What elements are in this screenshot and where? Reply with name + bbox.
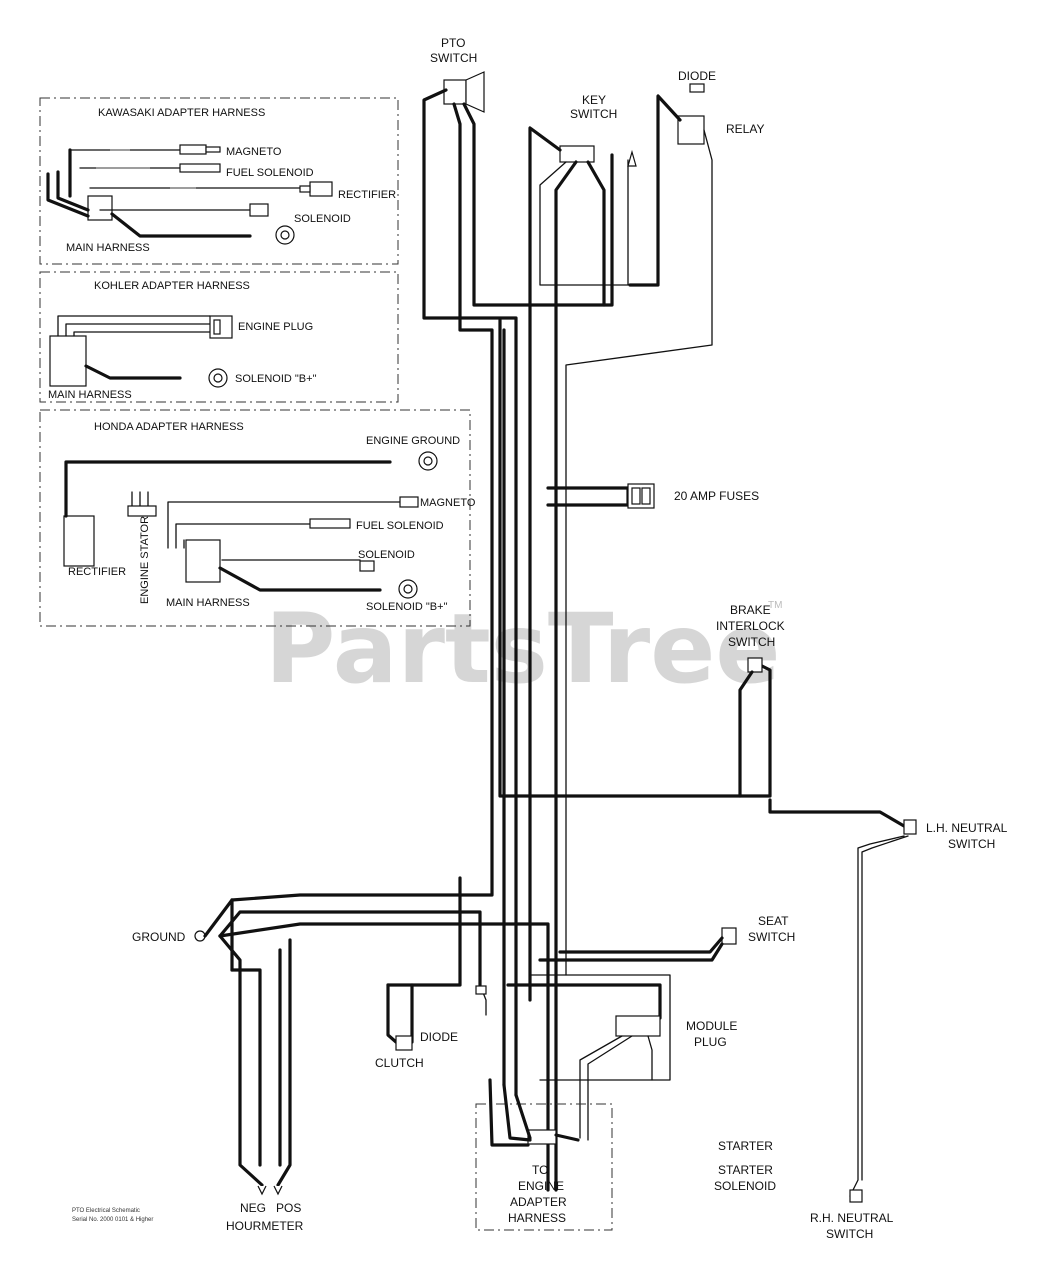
engine-adapter-label-4: HARNESS bbox=[508, 1211, 566, 1225]
kawasaki-solenoid-label: SOLENOID bbox=[294, 213, 351, 225]
watermark-tm: TM bbox=[768, 600, 782, 611]
diode-bottom-label: DIODE bbox=[420, 1030, 458, 1044]
starter-solenoid-label-1: STARTER bbox=[718, 1163, 773, 1177]
rh-neutral-switch-body bbox=[849, 1189, 863, 1203]
diode-top-symbol bbox=[689, 83, 705, 93]
engine-adapter-connector bbox=[527, 1129, 557, 1145]
relay-body bbox=[677, 115, 705, 145]
fuses-label: 20 AMP FUSES bbox=[674, 489, 759, 503]
diode-top-label: DIODE bbox=[678, 69, 716, 83]
engine-adapter-box bbox=[475, 1103, 613, 1231]
pto-switch-label-2: SWITCH bbox=[430, 51, 477, 65]
kohler-adapter-box: KOHLER ADAPTER HARNESS ENGINE PLUG SOLEN… bbox=[39, 271, 399, 403]
module-plug-body bbox=[615, 1015, 661, 1037]
lh-neutral-label-1: L.H. NEUTRAL bbox=[926, 821, 1008, 835]
labels: PTO SWITCH KEY SWITCH DIODE RELAY 20 AMP… bbox=[72, 36, 1008, 1241]
kawasaki-adapter-box: KAWASAKI ADAPTER HARNESS MAGNETO FUEL SO… bbox=[39, 97, 399, 265]
starter-solenoid-label-2: SOLENOID bbox=[714, 1179, 776, 1193]
honda-main-harness-label: MAIN HARNESS bbox=[166, 597, 250, 609]
honda-solenoid-label: SOLENOID bbox=[358, 549, 415, 561]
kawasaki-rectifier-label: RECTIFIER bbox=[338, 189, 396, 201]
engine-adapter-label-2: ENGINE bbox=[518, 1179, 564, 1193]
lh-neutral-label-2: SWITCH bbox=[948, 837, 995, 851]
relay-label: RELAY bbox=[726, 122, 764, 136]
engine-adapter-label-3: ADAPTER bbox=[510, 1195, 567, 1209]
module-plug-label-2: PLUG bbox=[694, 1035, 727, 1049]
watermark: PartsTree TM bbox=[265, 593, 782, 705]
honda-engine-stator-label: ENGINE STATOR bbox=[139, 516, 151, 604]
kawasaki-magneto-label: MAGNETO bbox=[226, 146, 282, 158]
key-switch-label-2: SWITCH bbox=[570, 107, 617, 121]
clutch-label: CLUTCH bbox=[375, 1056, 424, 1070]
title-note-1: PTO Electrical Schematic bbox=[72, 1208, 140, 1214]
rh-neutral-label-2: SWITCH bbox=[826, 1227, 873, 1241]
honda-magneto-label: MAGNETO bbox=[420, 497, 476, 509]
seat-switch-label-2: SWITCH bbox=[748, 930, 795, 944]
kohler-solenoid-b-label: SOLENOID "B+" bbox=[235, 373, 317, 385]
clutch-body bbox=[395, 1035, 413, 1051]
pto-switch-label-1: PTO bbox=[441, 36, 465, 50]
main-wiring bbox=[194, 71, 917, 1231]
honda-solenoid-b-label: SOLENOID "B+" bbox=[366, 601, 448, 613]
kawasaki-main-harness-connector bbox=[87, 195, 113, 221]
seat-switch-label-1: SEAT bbox=[758, 914, 789, 928]
module-plug-label-1: MODULE bbox=[686, 1019, 737, 1033]
kohler-engine-plug-label: ENGINE PLUG bbox=[238, 321, 313, 333]
kawasaki-main-harness-label: MAIN HARNESS bbox=[66, 242, 150, 254]
honda-rectifier-label: RECTIFIER bbox=[68, 566, 126, 578]
starter-label: STARTER bbox=[718, 1139, 773, 1153]
honda-rectifier bbox=[63, 515, 95, 567]
honda-title: HONDA ADAPTER HARNESS bbox=[94, 421, 244, 433]
kohler-main-harness-label: MAIN HARNESS bbox=[48, 389, 132, 401]
brake-switch-label-3: SWITCH bbox=[728, 635, 775, 649]
honda-fuel-solenoid-label: FUEL SOLENOID bbox=[356, 520, 444, 532]
brake-switch-label-2: INTERLOCK bbox=[716, 619, 785, 633]
brake-switch-label-1: BRAKE bbox=[730, 603, 771, 617]
seat-switch-body bbox=[721, 927, 737, 945]
kohler-main-harness-connector bbox=[49, 335, 87, 387]
honda-main-harness-connector bbox=[185, 539, 221, 583]
key-switch-body bbox=[559, 145, 595, 163]
lh-neutral-switch-body bbox=[903, 819, 917, 835]
hourmeter-neg-label: NEG bbox=[240, 1201, 266, 1215]
wire-color-marks bbox=[96, 149, 196, 189]
pto-switch-body bbox=[443, 79, 467, 105]
diode-bottom-symbol bbox=[475, 985, 487, 995]
engine-adapter-label-1: TO bbox=[532, 1163, 548, 1177]
kawasaki-fuel-solenoid-label: FUEL SOLENOID bbox=[226, 167, 314, 179]
watermark-text: PartsTree bbox=[265, 593, 780, 705]
kohler-title: KOHLER ADAPTER HARNESS bbox=[94, 280, 250, 292]
hourmeter-label: HOURMETER bbox=[226, 1219, 304, 1233]
title-note-2: Serial No. 2000 0101 & Higher bbox=[72, 1217, 153, 1223]
honda-engine-ground-label: ENGINE GROUND bbox=[366, 435, 460, 447]
kawasaki-title: KAWASAKI ADAPTER HARNESS bbox=[98, 107, 265, 119]
rh-neutral-label-1: R.H. NEUTRAL bbox=[810, 1211, 894, 1225]
honda-adapter-box: HONDA ADAPTER HARNESS ENGINE GROUND MAGN… bbox=[39, 409, 476, 627]
hourmeter-pos-label: POS bbox=[276, 1201, 301, 1215]
brake-switch-body bbox=[747, 657, 763, 673]
key-switch-label-1: KEY bbox=[582, 93, 606, 107]
ground-label: GROUND bbox=[132, 930, 186, 944]
